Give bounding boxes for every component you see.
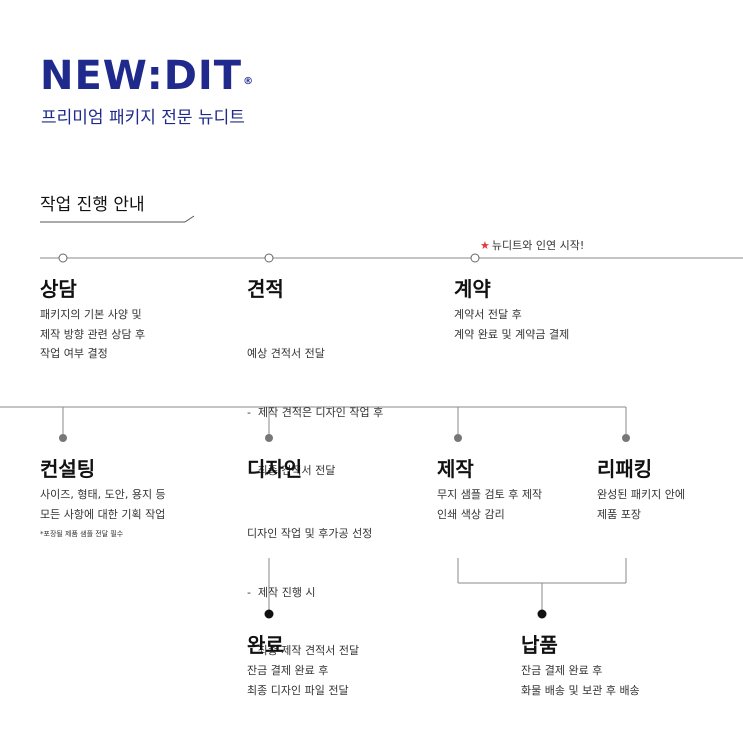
step-title-consult: 상담 xyxy=(40,277,77,301)
step-title-consulting: 컨설팅 xyxy=(40,457,96,481)
step-title-contract: 계약 xyxy=(454,277,491,301)
section-title: 작업 진행 안내 xyxy=(40,195,145,215)
brand-logo: NEW:DIT® xyxy=(40,53,255,99)
step-title-estimate: 견적 xyxy=(247,277,284,301)
node-production xyxy=(454,434,462,442)
node-contract xyxy=(470,253,480,263)
start-note: ★뉴디트와 인연 시작! xyxy=(480,239,585,252)
step-desc-design: 디자인 작업 및 후가공 선정 - 제작 진행 시 최종 제작 견적서 전달 xyxy=(247,527,373,657)
step-desc-consulting: 사이즈, 형태, 도안, 용지 등 모든 사항에 대한 기획 작업 xyxy=(40,488,166,521)
step-note-consulting: *포장될 제품 샘플 전달 필수 xyxy=(40,530,124,538)
step-desc-consult: 패키지의 기본 사양 및 제작 방향 관련 상담 후 작업 여부 결정 xyxy=(40,308,146,360)
step-title-delivery: 납품 xyxy=(521,633,558,657)
section-title-underline-tick xyxy=(184,215,195,223)
node-repacking xyxy=(622,434,630,442)
step-title-design: 디자인 xyxy=(247,457,303,481)
brand-tagline: 프리미엄 패키지 전문 뉴디트 xyxy=(41,108,245,128)
node-delivery xyxy=(537,609,547,619)
step-desc-repacking: 완성된 패키지 안에 제품 포장 xyxy=(597,488,685,521)
star-icon: ★ xyxy=(480,239,490,252)
step-title-production: 제작 xyxy=(437,457,474,481)
step-desc-complete: 잔금 결제 완료 후 최종 디자인 파일 전달 xyxy=(247,664,349,697)
node-consult xyxy=(58,253,68,263)
step-desc-contract: 계약서 전달 후 계약 완료 및 계약금 결제 xyxy=(454,308,570,341)
step-title-repacking: 리패킹 xyxy=(597,457,653,481)
node-design xyxy=(265,434,273,442)
step-desc-delivery: 잔금 결제 완료 후 화물 배송 및 보관 후 배송 xyxy=(521,664,640,697)
node-consulting xyxy=(59,434,67,442)
step-desc-estimate: 예상 견적서 전달 - 제작 견적은 디자인 작업 후 최종 견적서 전달 xyxy=(247,347,384,477)
registered-mark: ® xyxy=(243,76,255,87)
node-complete xyxy=(264,609,274,619)
step-title-complete: 완료 xyxy=(247,633,284,657)
node-estimate xyxy=(264,253,274,263)
step-desc-production: 무지 샘플 검토 후 제작 인쇄 색상 감리 xyxy=(437,488,543,521)
